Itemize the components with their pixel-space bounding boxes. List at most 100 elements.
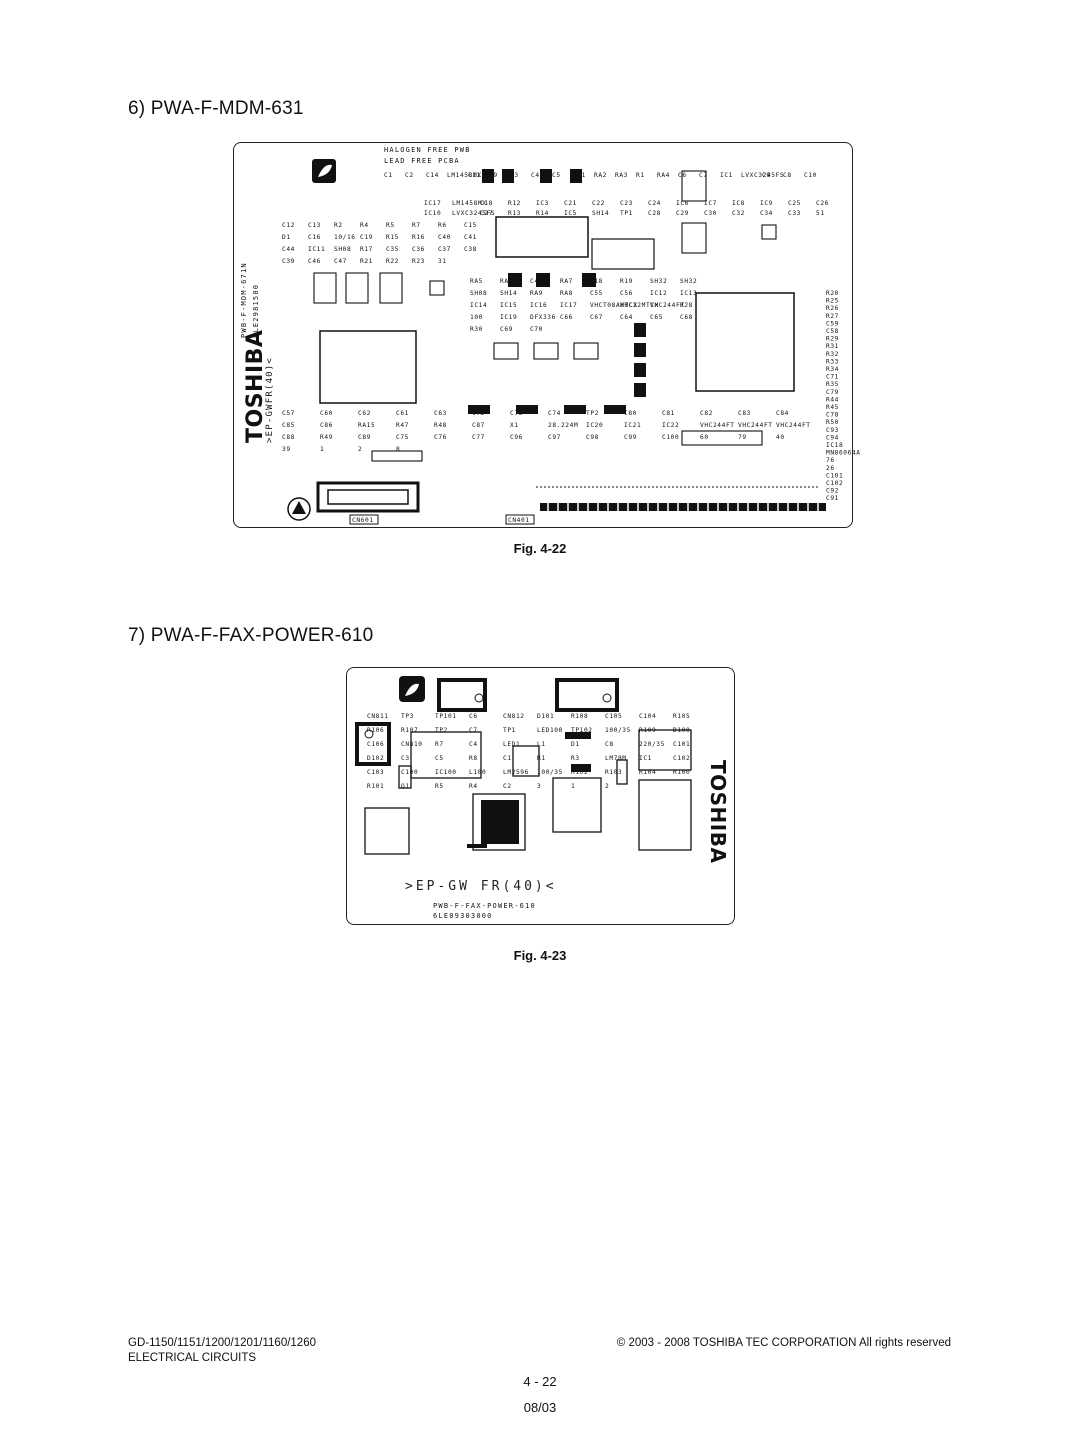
footer-copyright: © 2003 - 2008 TOSHIBA TEC CORPORATION Al… — [616, 1337, 951, 1349]
mdm-silkscreen-label: RA5 — [470, 278, 483, 285]
power-silkscreen-label: R101 — [367, 783, 384, 790]
mdm-silkscreen-label: IC22 — [662, 422, 679, 429]
power-mark: >EP-GW FR(40)< — [405, 879, 557, 894]
mdm-silkscreen-label: 39 — [282, 446, 291, 453]
power-silkscreen-label: C7 — [469, 727, 478, 734]
power-silkscreen-label: C100 — [401, 769, 418, 776]
mdm-silkscreen-label: IC11 — [308, 246, 325, 253]
power-silkscreen-label: C6 — [469, 713, 478, 720]
mdm-silkscreen-label: IC6 — [676, 200, 689, 207]
mdm-silkscreen-label: SH32 — [650, 278, 667, 285]
power-board-svg: TOSHIBA >EP-GW FR(40)< PWB-F-FAX-POWER-6… — [355, 676, 730, 920]
power-silkscreen-label: 220/35 — [639, 741, 665, 748]
mdm-silkscreen-label: C4 — [531, 172, 540, 179]
power-silkscreen-label: TP3 — [401, 713, 414, 720]
mdm-silkscreen-label: VHC244FT — [738, 422, 773, 429]
mdm-silkscreen-label: R12 — [508, 200, 521, 207]
mdm-silkscreen-label: C89 — [358, 434, 371, 441]
power-silkscreen-label: LED100 — [537, 727, 563, 734]
mdm-silkscreen-label: C28 — [648, 210, 661, 217]
mdm-silkscreen-label: IC3 — [536, 200, 549, 207]
mdm-silkscreen-label: R6 — [438, 222, 447, 229]
mdm-silkscreen-label: R14 — [536, 210, 549, 217]
mdm-silkscreen-label: C36 — [412, 246, 425, 253]
mdm-silkscreen-label: C59 — [826, 320, 839, 327]
mdm-silkscreen-label: IC8 — [732, 200, 745, 207]
mdm-silkscreen-label: R20 — [826, 290, 839, 297]
mdm-silkscreen-label: C55 — [590, 290, 603, 297]
mdm-silkscreen-label: R50 — [826, 419, 839, 426]
mdm-silkscreen-label: C85 — [282, 422, 295, 429]
power-silkscreen-label: LM2596 — [503, 769, 529, 776]
mdm-silkscreen-label: RA4 — [657, 172, 670, 179]
mdm-silkscreen-label: R44 — [826, 396, 839, 403]
mdm-silkscreen-label: R17 — [360, 246, 373, 253]
mdm-silkscreen-label: C99 — [624, 434, 637, 441]
power-board-diagram: TOSHIBA >EP-GW FR(40)< PWB-F-FAX-POWER-6… — [346, 667, 735, 925]
page-number: 4 - 22 — [523, 1374, 557, 1389]
mdm-silkscreen-label: IC9 — [760, 200, 773, 207]
mdm-silkscreen-label: IC18 — [826, 442, 843, 449]
mdm-silkscreen-label: C40 — [438, 234, 451, 241]
mdm-cn401: CN401 — [508, 517, 530, 524]
mdm-silkscreen-label: 31 — [438, 258, 447, 265]
mdm-silkscreen-label: C47 — [334, 258, 347, 265]
power-silkscreen-label: R4 — [469, 783, 478, 790]
mdm-silkscreen-label: 40 — [776, 434, 785, 441]
power-silkscreen-label: R105 — [673, 713, 690, 720]
mdm-silkscreen-label: VHC244FT — [700, 422, 735, 429]
mdm-silkscreen-label: C14 — [426, 172, 439, 179]
mdm-silkscreen-label: C11 — [468, 172, 481, 179]
power-silkscreen-label: C102 — [673, 755, 690, 762]
power-silkscreen-label: TP2 — [435, 727, 448, 734]
power-silkscreen-label: 100/35 — [537, 769, 563, 776]
section7-title: 7) PWA-F-FAX-POWER-610 — [128, 625, 374, 646]
mdm-silkscreen-label: VHC244FT — [650, 302, 685, 309]
mdm-silkscreen-label: 26 — [826, 465, 835, 472]
footer-models: GD-1150/1151/1200/1201/1160/1260 — [128, 1337, 316, 1349]
power-silkscreen-label: L100 — [469, 769, 486, 776]
mdm-silkscreen-label: R19 — [620, 278, 633, 285]
power-silkscreen-label: 1 — [571, 783, 575, 790]
power-silkscreen-label: LED1 — [503, 741, 520, 748]
power-silkscreen-label: C101 — [673, 741, 690, 748]
mdm-silkscreen-label: D1 — [282, 234, 291, 241]
mdm-silkscreen-label: C73 — [510, 410, 523, 417]
mdm-silkscreen-label: C37 — [438, 246, 451, 253]
mdm-silkscreen-label: R32 — [826, 351, 839, 358]
mdm-silkscreen-label: C67 — [590, 314, 603, 321]
mdm-silkscreen-label: TP2 — [586, 410, 599, 417]
mdm-side-code2: 6LE2981500 — [252, 284, 260, 338]
mdm-silkscreen-label: RA1 — [573, 172, 586, 179]
mdm-silkscreen-label: VHC32MTCX — [620, 302, 659, 309]
mdm-silkscreen-label: C2 — [405, 172, 414, 179]
mdm-silkscreen-label: C15 — [464, 222, 477, 229]
power-code2: 6LE09303000 — [433, 912, 493, 920]
mdm-silkscreen-label: C41 — [464, 234, 477, 241]
power-silkscreen-label: 2 — [605, 783, 609, 790]
mdm-silkscreen-label: IC21 — [624, 422, 641, 429]
mdm-silkscreen-label: C65 — [650, 314, 663, 321]
mdm-silkscreen-label: C19 — [360, 234, 373, 241]
mdm-silkscreen-label: SH14 — [500, 290, 517, 297]
fig-4-23-caption: Fig. 4-23 — [513, 948, 567, 963]
power-code1: PWB-F-FAX-POWER-610 — [433, 902, 536, 910]
mdm-silkscreen-label: R31 — [826, 343, 839, 350]
mdm-silkscreen-label: C30 — [704, 210, 717, 217]
mdm-silkscreen-label: IC19 — [500, 314, 517, 321]
mdm-silkscreen-label: C61 — [396, 410, 409, 417]
page-date: 08/03 — [523, 1400, 557, 1415]
mdm-halogen: HALOGEN FREE PWB — [384, 146, 471, 154]
mdm-silkscreen-label: C83 — [738, 410, 751, 417]
mdm-silkscreen-label: C98 — [586, 434, 599, 441]
mdm-silkscreen-label: C18 — [480, 200, 493, 207]
mdm-silkscreen-label: VHC244FT — [776, 422, 811, 429]
mdm-silkscreen-label: SH14 — [592, 210, 609, 217]
power-silkscreen-label: R3 — [571, 755, 580, 762]
power-silkscreen-label: IC1 — [639, 755, 652, 762]
mdm-silkscreen-label: C81 — [662, 410, 675, 417]
power-silkscreen-label: TP101 — [435, 713, 457, 720]
mdm-silkscreen-label: C96 — [510, 434, 523, 441]
power-silkscreen-label: TP102 — [571, 727, 593, 734]
mdm-silkscreen-label: IC17 — [424, 200, 441, 207]
